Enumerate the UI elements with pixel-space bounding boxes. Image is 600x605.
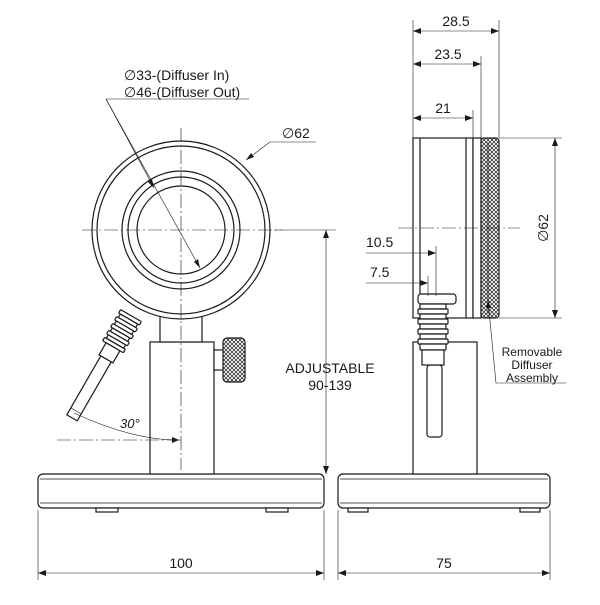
angle-label: 30°	[120, 416, 140, 431]
dim-21: 21	[435, 100, 451, 116]
callout-diffuser-out: ∅46-(Diffuser Out)	[124, 84, 240, 100]
label-removable: Removable	[502, 345, 563, 359]
dim-10-5: 10.5	[366, 234, 393, 250]
side-view: 28.5 23.5 21 10.5 7.5 ∅62 Removable Diff…	[337, 13, 566, 580]
front-fiber-connector	[65, 309, 142, 422]
dim-7-5: 7.5	[370, 264, 390, 280]
leader-diffuser-out	[105, 98, 155, 189]
side-fiber-tube	[426, 364, 443, 438]
front-foot-left	[95, 507, 119, 513]
front-screw-knob	[222, 337, 246, 383]
front-post	[149, 341, 215, 475]
side-fiber-connector	[417, 293, 457, 366]
leader-removable-diffuser	[487, 299, 497, 384]
label-adjustable: ADJUSTABLE	[285, 360, 374, 376]
dim-depth: 75	[436, 555, 452, 571]
callout-diffuser-in: ∅33-(Diffuser In)	[124, 67, 229, 83]
side-foot-left	[347, 507, 369, 513]
angle-arc	[73, 412, 180, 441]
front-foot-right	[265, 507, 289, 513]
callout-outer-diameter: ∅62	[282, 125, 310, 141]
label-diffuser: Diffuser	[511, 358, 552, 372]
label-height-range: 90-139	[308, 377, 352, 393]
side-foot-right	[519, 507, 541, 513]
dim-28-5: 28.5	[442, 13, 469, 29]
dim-width: 100	[169, 555, 193, 571]
front-view: 30° ∅33-(Diffuser In) ∅46-(Diffuser Out)…	[37, 67, 375, 580]
label-assembly: Assembly	[506, 371, 558, 385]
dim-diameter-62: ∅62	[535, 214, 551, 242]
dim-23-5: 23.5	[434, 46, 461, 62]
